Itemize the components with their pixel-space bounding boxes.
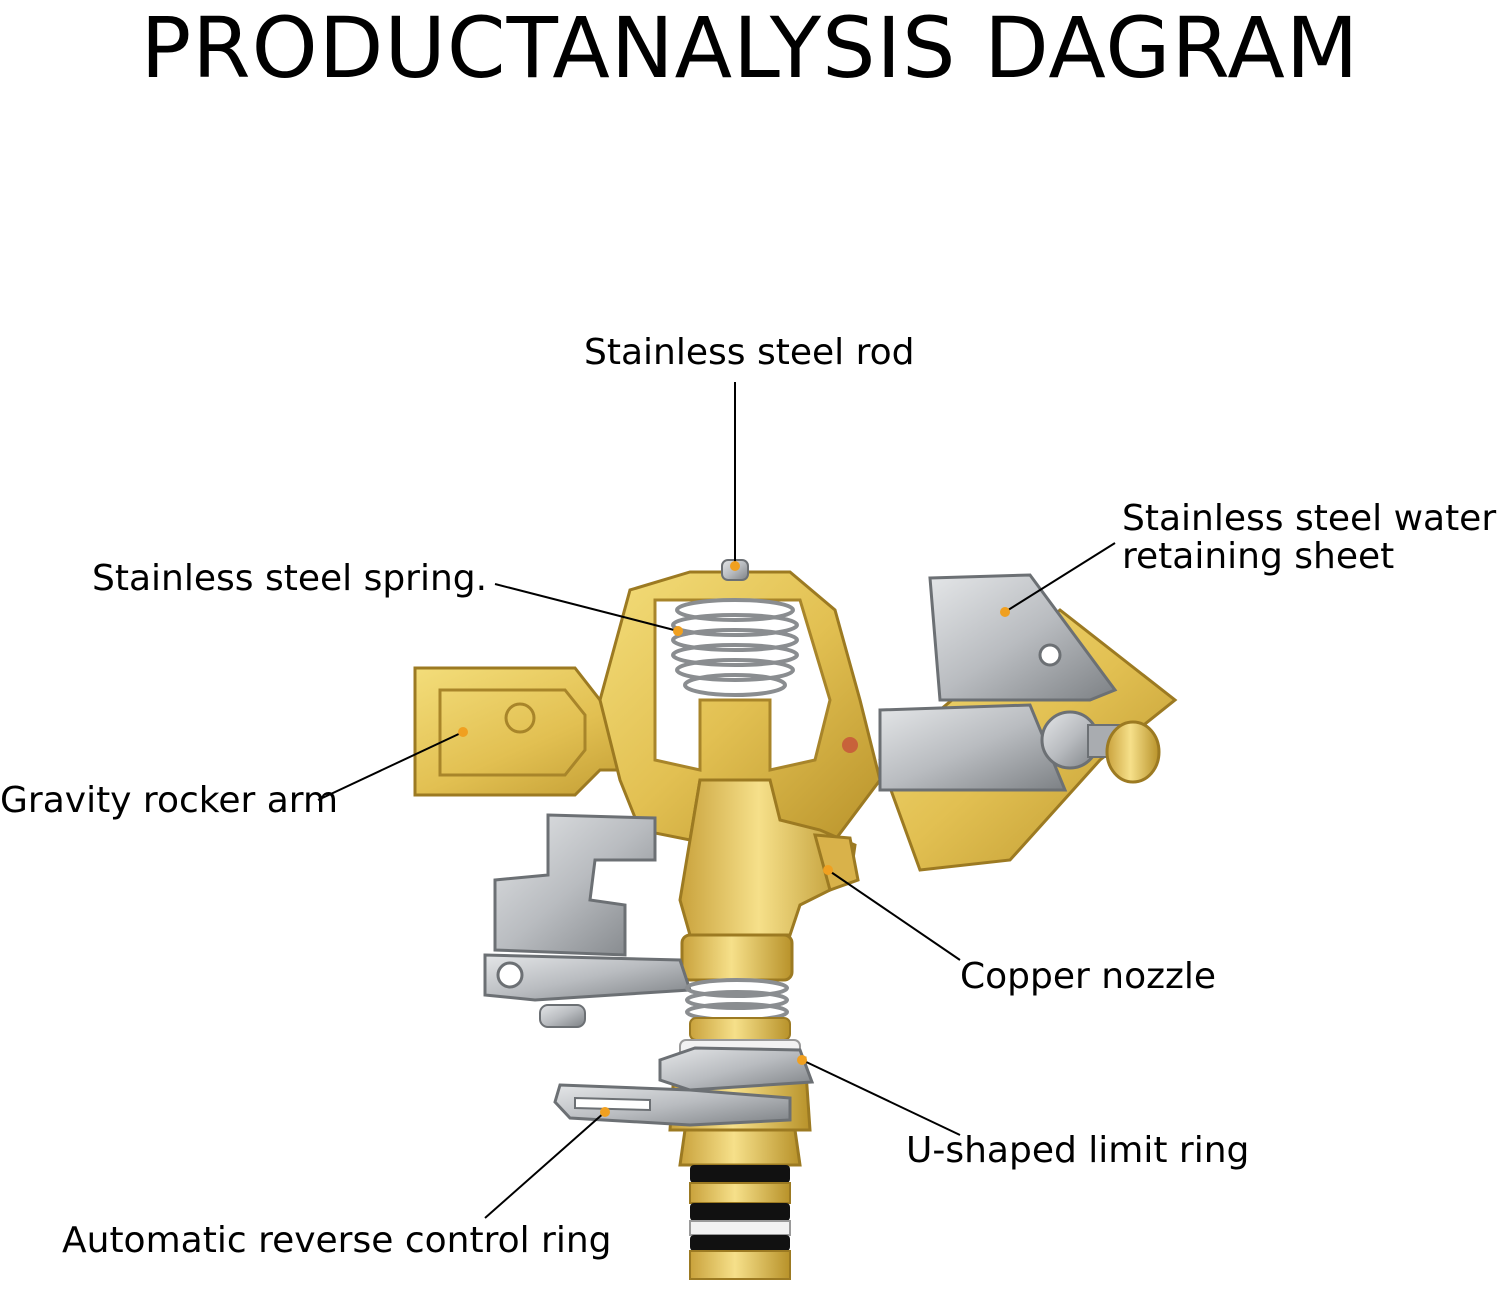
rocker-dot xyxy=(458,727,468,737)
label-u-shaped-limit-ring: U-shaped limit ring xyxy=(906,1130,1250,1171)
label-retaining-sheet-line1: Stainless steel water xyxy=(1122,498,1497,539)
nozzle-callout-line xyxy=(827,869,961,961)
spring-coils xyxy=(671,598,799,697)
reverse-bracket xyxy=(483,813,693,1028)
label-copper-nozzle: Copper nozzle xyxy=(960,956,1217,997)
rocker-callout-line xyxy=(317,731,464,801)
central-body xyxy=(678,778,860,982)
sheet-dot xyxy=(1000,607,1010,617)
reverse-ring-callout-line xyxy=(484,1111,606,1219)
label-automatic-reverse-control-ring: Automatic reverse control ring xyxy=(62,1220,612,1261)
reverse-ring-dot xyxy=(600,1107,610,1117)
limit-ring-dot xyxy=(797,1055,807,1065)
label-gravity-rocker-arm: Gravity rocker arm xyxy=(0,780,339,821)
sheet-callout-line xyxy=(1004,542,1116,613)
label-retaining-sheet-line2: retaining sheet xyxy=(1122,536,1395,577)
nozzle-dot xyxy=(823,865,833,875)
rod-dot xyxy=(730,561,740,571)
spring-callout-line xyxy=(494,583,679,632)
label-stainless-steel-rod: Stainless steel rod xyxy=(584,332,915,373)
label-stainless-steel-spring: Stainless steel spring. xyxy=(92,558,488,599)
lower-spring xyxy=(685,978,789,1022)
spring-dot xyxy=(673,626,683,636)
callout-lines xyxy=(317,382,1116,1219)
diagram-title: PRODUCTANALYSIS DAGRAM xyxy=(140,0,1360,97)
base-assembly xyxy=(553,1017,815,1280)
brass-yoke xyxy=(598,570,882,847)
callout-dots xyxy=(458,561,1010,1117)
retaining-sheet-shape xyxy=(878,573,1161,792)
limit-ring-callout-line xyxy=(801,1059,961,1136)
